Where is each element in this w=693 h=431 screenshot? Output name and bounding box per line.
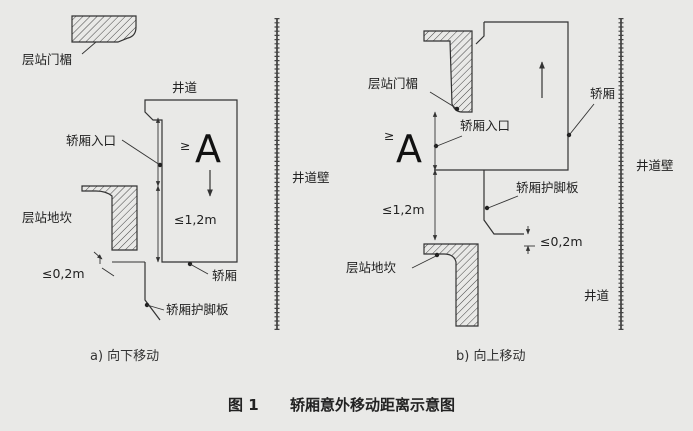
b-landing-sill-label: 层站地坎	[346, 260, 397, 275]
a-door-header-label: 层站门楣	[22, 52, 72, 67]
a-car-label: 轿厢	[212, 268, 237, 283]
wall-label-right: 井道壁	[636, 158, 674, 173]
b-caption: b) 向上移动	[456, 348, 525, 364]
figure-title: 轿厢意外移动距离示意图	[290, 396, 455, 414]
b-height-limit: ≤1,2m	[382, 202, 425, 217]
a-hoistway-label: 井道	[172, 80, 198, 95]
hoistway-wall-right: 井道壁	[618, 18, 674, 330]
a-landing-sill	[81, 185, 138, 251]
figure-number: 图 1	[228, 396, 259, 414]
diagram-b: 层站门楣 轿厢 轿厢入口 ≥ A ≤1,2m 轿厢护脚板 ≤0,2m	[346, 21, 615, 364]
a-gap-limit: ≤0,2m	[42, 266, 85, 281]
a-door-zone-mark: ≥	[180, 138, 190, 153]
b-car-label: 轿厢	[590, 86, 615, 101]
b-gap-limit: ≤0,2m	[540, 234, 583, 249]
b-door-zone-letter: A	[396, 127, 422, 171]
b-car-outline	[434, 21, 569, 171]
b-car-entrance-label: 轿厢入口	[460, 118, 510, 133]
diagram-a: 层站门楣 井道 ≥ A ≥A 层站地坎 轿厢入口 ≤1,2m 轿厢护脚板 轿厢	[22, 15, 238, 364]
a-door-header	[71, 15, 137, 43]
a-car-outline	[144, 99, 238, 263]
b-door-header-label: 层站门楣	[368, 76, 418, 91]
a-car-apron-label: 轿厢护脚板	[166, 302, 229, 317]
hoistway-wall-left: 井道壁	[274, 18, 330, 330]
b-door-zone-mark: ≥	[384, 128, 394, 143]
a-caption: a) 向下移动	[90, 348, 159, 364]
b-car-apron-label: 轿厢护脚板	[516, 180, 579, 195]
wall-label-left: 井道壁	[292, 170, 330, 185]
b-landing-sill	[423, 243, 479, 327]
b-hoistway-label: 井道	[584, 288, 610, 303]
a-door-zone-letter: A	[195, 127, 221, 171]
a-height-limit: ≤1,2m	[174, 212, 217, 227]
b-car-apron-line	[483, 170, 524, 235]
a-landing-sill-label: 层站地坎	[22, 210, 73, 225]
b-door-header	[423, 30, 473, 113]
a-car-apron-line	[144, 262, 161, 321]
a-car-entrance-label: 轿厢入口	[66, 133, 116, 148]
